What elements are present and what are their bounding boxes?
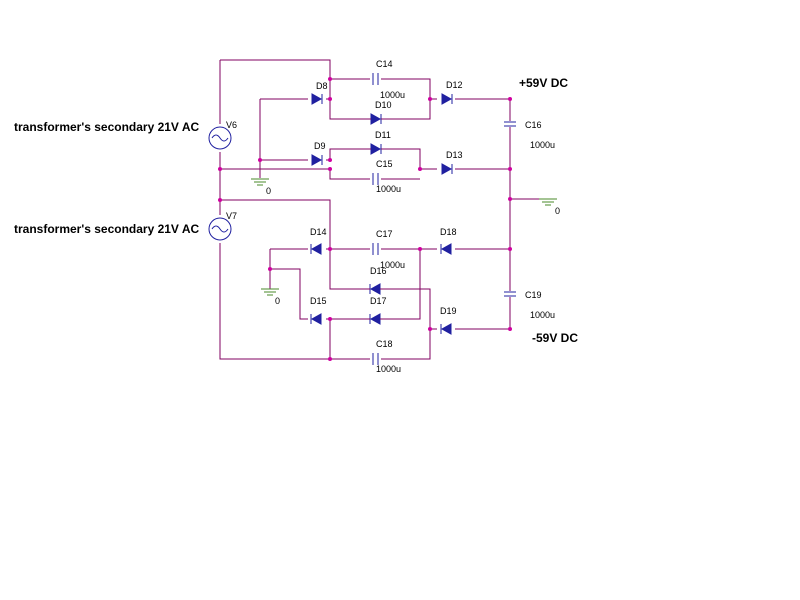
capacitor-value: 1000u (380, 90, 405, 100)
diode-label: D14 (310, 227, 327, 237)
wire (330, 78, 431, 99)
source-label: V7 (226, 211, 237, 221)
ground-label: 0 (266, 186, 271, 196)
junction-node (428, 97, 432, 101)
diode-label: D16 (370, 266, 387, 276)
capacitor-label: C18 (376, 339, 393, 349)
capacitor-value: 1000u (530, 310, 555, 320)
diode-label: D11 (375, 130, 391, 140)
junction-node (508, 97, 512, 101)
capacitor-c16: C16 1000u (504, 120, 555, 150)
source-label: V6 (226, 120, 237, 130)
diode-d9: D9 (311, 141, 326, 166)
plus-rail-label: +59V DC (519, 76, 568, 90)
junction-node (328, 357, 332, 361)
capacitor-label: C17 (376, 229, 393, 239)
junction-nodes (218, 77, 512, 361)
wire (329, 249, 431, 329)
diode-d14: D14 (310, 227, 327, 255)
junction-node (508, 197, 512, 201)
capacitor-value: 1000u (376, 364, 401, 374)
diode-d17: D17 (362, 296, 390, 325)
diode-label: D9 (314, 141, 326, 151)
junction-node (268, 267, 272, 271)
diode-d16: D16 (362, 266, 390, 295)
diode-label: D15 (310, 296, 327, 306)
capacitor-label: C14 (376, 59, 393, 69)
wire (220, 168, 420, 180)
junction-node (328, 158, 332, 162)
diode-label: D8 (316, 81, 328, 91)
diode-label: D17 (370, 296, 387, 306)
junction-node (508, 327, 512, 331)
diode-label: D13 (446, 150, 463, 160)
capacitor-c17: C17 1000u (372, 229, 405, 270)
diode-d12: D12 (441, 80, 463, 105)
diode-label: D18 (440, 227, 457, 237)
capacitor-label: C16 (525, 120, 542, 130)
ac-source-v7: V7 (208, 211, 237, 241)
source-annotation-bottom: transformer's secondary 21V AC (14, 222, 199, 236)
junction-node (428, 327, 432, 331)
junction-node (328, 247, 332, 251)
diode-d19: D19 (440, 306, 457, 335)
capacitor-value: 1000u (530, 140, 555, 150)
junction-node (328, 77, 332, 81)
diode-d10: D10 (360, 100, 392, 125)
wire (329, 79, 360, 120)
capacitor-c18: C18 1000u (372, 339, 401, 374)
wire (219, 200, 330, 360)
junction-node (258, 158, 262, 162)
capacitor-value: 1000u (380, 260, 405, 270)
wire (329, 148, 421, 169)
diode-d18: D18 (440, 227, 457, 255)
ground-symbol-3: 0 (261, 288, 280, 306)
junction-node (218, 167, 222, 171)
junction-node (508, 247, 512, 251)
minus-rail-label: -59V DC (532, 331, 578, 345)
capacitor-label: C19 (525, 290, 542, 300)
diode-d15: D15 (310, 296, 327, 325)
wire (220, 59, 331, 79)
capacitor-c14: C14 1000u (372, 59, 405, 100)
junction-node (508, 167, 512, 171)
wire (269, 249, 330, 320)
ac-source-v6: V6 (208, 120, 237, 150)
source-annotation-top: transformer's secondary 21V AC (14, 120, 199, 134)
junction-node (418, 167, 422, 171)
ground-label: 0 (275, 296, 280, 306)
wire (390, 99, 431, 120)
junction-node (328, 97, 332, 101)
capacitor-c19: C19 1000u (504, 290, 555, 320)
capacitor-value: 1000u (376, 184, 401, 194)
wire (220, 199, 331, 249)
ground-symbol-1: 0 (251, 178, 271, 196)
junction-node (418, 247, 422, 251)
diode-label: D10 (375, 100, 392, 110)
ground-label: 0 (555, 206, 560, 216)
ground-symbol-2: 0 (539, 198, 560, 216)
diode-d13: D13 (441, 150, 463, 175)
diode-label: D12 (446, 80, 463, 90)
junction-node (328, 167, 332, 171)
capacitor-c15: C15 1000u (372, 159, 401, 194)
diode-label: D19 (440, 306, 457, 316)
diode-d11: D11 (362, 130, 391, 155)
wire (330, 249, 421, 320)
capacitor-label: C15 (376, 159, 393, 169)
diode-d8: D8 (311, 81, 328, 105)
junction-node (328, 317, 332, 321)
junction-node (218, 198, 222, 202)
